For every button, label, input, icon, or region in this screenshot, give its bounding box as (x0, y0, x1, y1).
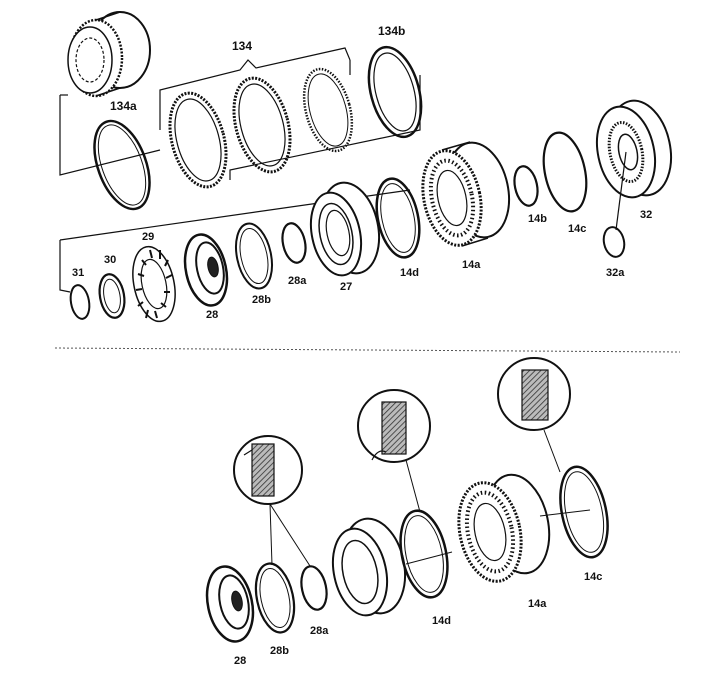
detail-drum-14a (457, 473, 551, 583)
clutch-plate-134-1 (168, 91, 228, 189)
detail-exploded-view: 28 28b 28a 14d 14a (205, 357, 609, 667)
detail-snap-ring-14c (559, 465, 609, 559)
pressure-plate-134b (367, 45, 423, 139)
snap-ring-32a (602, 226, 626, 258)
detail-label-28a: 28a (310, 625, 329, 637)
label-28a: 28a (288, 275, 307, 287)
seal-ring-28b (235, 222, 273, 290)
detail-piston-28 (205, 565, 255, 643)
label-28: 28 (206, 309, 218, 321)
detail-callout-14c (497, 357, 571, 473)
label-31: 31 (72, 267, 84, 279)
snap-ring-31 (69, 284, 91, 320)
detail-callout-14d (357, 389, 431, 513)
label-32a: 32a (606, 267, 625, 279)
label-27: 27 (340, 281, 352, 293)
hub-32 (595, 99, 672, 231)
detail-label-28b: 28b (270, 645, 289, 657)
label-134b: 134b (378, 24, 405, 38)
snap-ring-14c (542, 131, 588, 213)
detail-seal-ring-28b (254, 562, 296, 634)
label-28b: 28b (252, 294, 271, 306)
detail-label-14a: 14a (528, 598, 547, 610)
section-divider (54, 347, 681, 353)
clutch-housing-27 (309, 181, 381, 277)
label-30: 30 (104, 254, 116, 266)
label-14d: 14d (400, 267, 419, 279)
clutch-plate-134-3 (302, 67, 354, 153)
snap-ring-14b (513, 165, 539, 207)
clutch-plate-134-2 (232, 76, 292, 174)
detail-snap-ring-14d (399, 509, 449, 599)
label-14c: 14c (568, 223, 586, 235)
top-exploded-view: 134a 134 134b 31 (59, 11, 672, 323)
detail-label-14c: 14c (584, 571, 602, 583)
snap-ring-14d (375, 177, 421, 259)
detail-label-14d: 14d (432, 615, 451, 627)
detail-seal-ring-28a (300, 565, 328, 611)
clutch-pack-134a (67, 11, 151, 98)
spring-retainer-29 (132, 245, 176, 323)
label-32: 32 (640, 209, 652, 221)
label-14a: 14a (462, 259, 481, 271)
drum-14a (421, 141, 510, 247)
detail-label-28: 28 (234, 655, 246, 667)
detail-callout-28 (233, 435, 311, 567)
label-14b: 14b (528, 213, 547, 225)
piston-28 (183, 233, 229, 307)
seal-ring-28a (281, 222, 307, 264)
snap-ring-134a (93, 119, 151, 211)
washer-30 (98, 273, 126, 319)
label-134: 134 (232, 39, 252, 53)
label-29: 29 (142, 231, 154, 243)
detail-clutch-housing-27 (331, 517, 406, 617)
label-134a: 134a (110, 99, 137, 113)
